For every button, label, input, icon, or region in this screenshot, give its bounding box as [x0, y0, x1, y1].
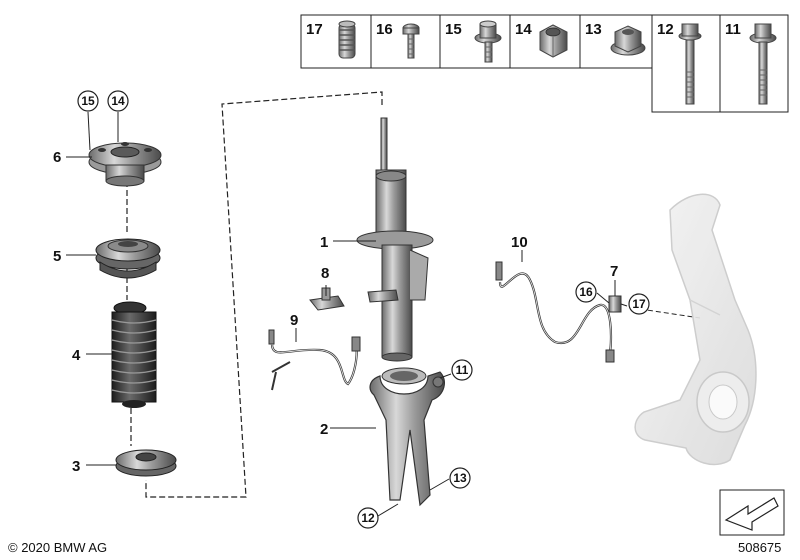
part-4-dust-boot [111, 301, 157, 408]
part-15-flange-bolt [474, 20, 502, 63]
label-8: 8 [321, 265, 329, 282]
part-16-screw [402, 23, 420, 59]
label-9: 9 [290, 312, 298, 329]
label-5: 5 [53, 248, 61, 265]
leader-lines [66, 111, 628, 517]
circled-label-15: 15 [77, 90, 99, 112]
direction-arrow-icon [724, 497, 779, 531]
label-2: 2 [320, 421, 328, 438]
circled-label-16-text: 16 [579, 285, 593, 299]
assembly-dashed-line [145, 91, 383, 498]
part-14-hex-nut [539, 24, 568, 58]
label-1: 1 [320, 234, 328, 251]
part-13-flange-nut [610, 25, 646, 56]
table-label-16: 16 [376, 21, 393, 38]
part-5-spring-seat [95, 238, 161, 279]
circled-label-11-text: 11 [456, 363, 469, 377]
part-9-sensor-cable [268, 329, 361, 391]
copyright-text: © 2020 BMW AG [8, 540, 108, 555]
sensor-dashed-line [639, 308, 701, 319]
part-3-lower-spring-pad [115, 449, 177, 477]
circled-label-16: 16 [575, 281, 597, 303]
parts-table: 17 16 15 14 13 12 11 [300, 14, 789, 113]
diagram-id: 508675 [738, 540, 782, 555]
part-1-shock-absorber [356, 117, 434, 362]
label-7: 7 [610, 263, 618, 280]
part-2-strut-fork [369, 367, 446, 507]
part-10-sensor-cable [495, 261, 615, 363]
part-6-top-mount [88, 142, 162, 187]
circled-label-14-text: 14 [111, 94, 125, 108]
label-3: 3 [72, 458, 80, 475]
circled-label-12-text: 12 [361, 511, 375, 525]
circled-label-17-text: 17 [632, 297, 646, 311]
label-4: 4 [72, 347, 81, 364]
circled-label-15-text: 15 [81, 94, 95, 108]
circled-label-13-text: 13 [453, 471, 467, 485]
table-label-11: 11 [725, 21, 741, 38]
table-label-17: 17 [306, 21, 323, 38]
circled-label-14: 14 [107, 90, 129, 112]
steering-knuckle [634, 193, 757, 466]
part-17-threaded-insert [338, 20, 356, 59]
circled-label-13: 13 [449, 467, 471, 489]
circled-label-12: 12 [357, 507, 379, 529]
part-12-long-bolt [678, 23, 702, 105]
table-label-15: 15 [445, 21, 462, 38]
table-label-13: 13 [585, 21, 602, 38]
label-10: 10 [511, 234, 528, 251]
view-arrow-box [719, 489, 785, 536]
circled-label-17: 17 [628, 293, 650, 315]
part-11-long-flange-bolt [749, 23, 777, 105]
part-7-clip [608, 295, 622, 313]
label-6: 6 [53, 149, 61, 166]
table-label-14: 14 [515, 21, 532, 38]
circled-label-11: 11 [451, 359, 473, 381]
table-label-12: 12 [657, 21, 674, 38]
